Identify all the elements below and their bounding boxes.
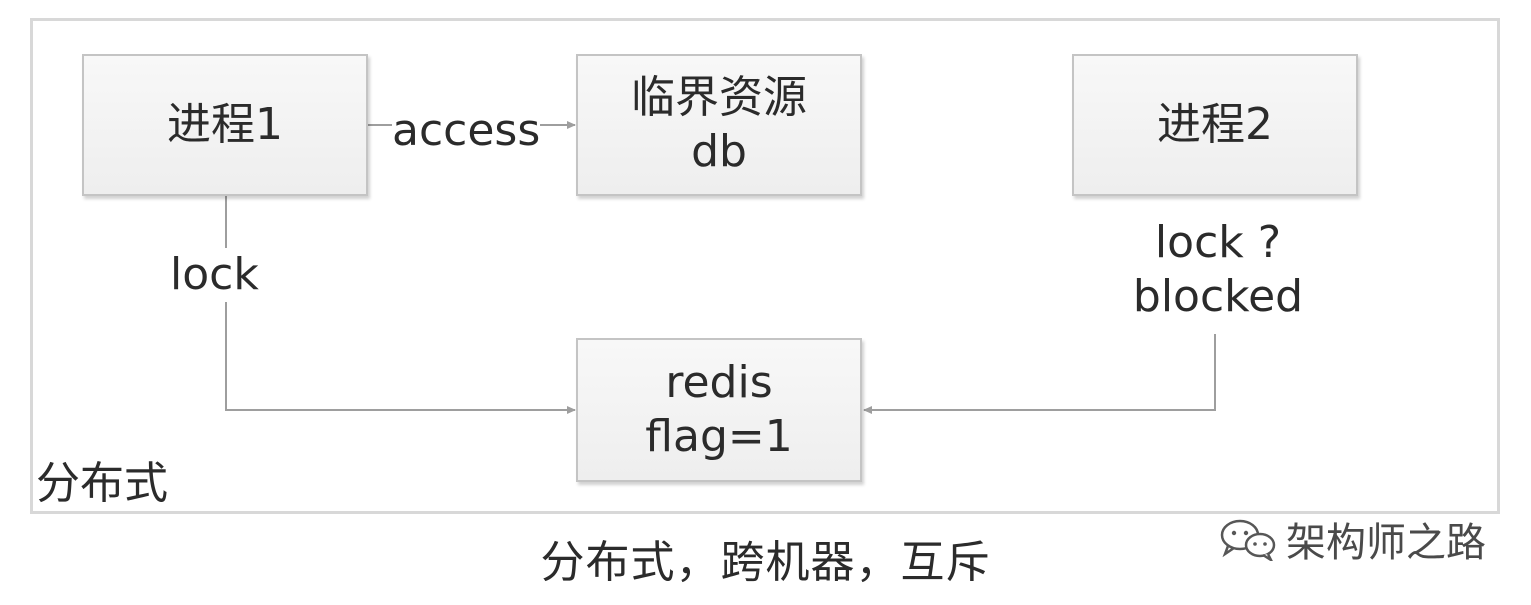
process1-node: 进程1 — [82, 54, 368, 196]
access-edge-label: access — [392, 104, 541, 158]
frame-label: 分布式 — [36, 458, 168, 509]
watermark: 架构师之路 — [1218, 510, 1486, 568]
diagram-caption: 分布式，跨机器，互斥 — [540, 537, 991, 588]
redis-node: redis flag=1 — [576, 338, 862, 482]
resource-db-label: db — [691, 126, 747, 177]
blocked-text: blocked — [1132, 270, 1304, 322]
process2-label: 进程2 — [1157, 99, 1273, 151]
lock-query-edge-label: lock ? blocked — [1118, 216, 1318, 324]
lock-edge-label: lock — [170, 248, 259, 302]
process1-label: 进程1 — [167, 99, 283, 151]
watermark-text: 架构师之路 — [1286, 520, 1486, 566]
resource-label: 临界资源 — [631, 72, 807, 124]
process2-node: 进程2 — [1072, 54, 1358, 196]
blocked-connector — [863, 334, 1216, 414]
redis-label: redis — [665, 357, 773, 409]
redis-flag-label: flag=1 — [645, 411, 793, 462]
lock-connector — [225, 196, 576, 414]
lock-query-text: lock ? — [1154, 217, 1282, 268]
critical-resource-node: 临界资源 db — [576, 54, 862, 196]
wechat-icon — [1218, 517, 1280, 561]
